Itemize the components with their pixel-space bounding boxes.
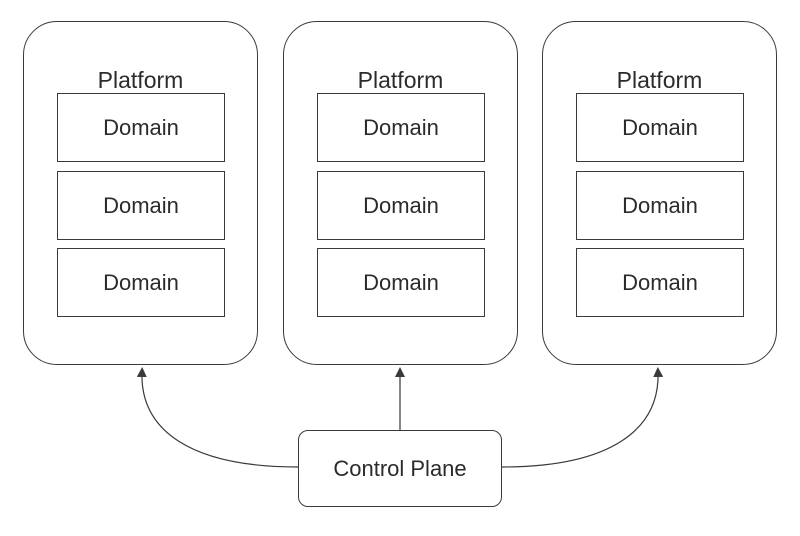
platform-box-center: Platform Domain Domain Domain — [283, 21, 518, 365]
platform-title: Platform — [357, 67, 444, 93]
platform-box-left: Platform Domain Domain Domain — [23, 21, 258, 365]
domain-box: Domain — [317, 171, 485, 240]
arrow-to-platform-left — [136, 367, 299, 468]
platform-title: Platform — [616, 67, 703, 93]
arrow-to-platform-right — [501, 367, 664, 468]
domain-box: Domain — [317, 93, 485, 162]
domain-box: Domain — [57, 93, 225, 162]
domain-box: Domain — [57, 248, 225, 317]
domain-box: Domain — [576, 248, 744, 317]
domain-box: Domain — [57, 171, 225, 240]
domain-box: Domain — [317, 248, 485, 317]
platform-title: Platform — [97, 67, 184, 93]
domain-box: Domain — [576, 93, 744, 162]
domain-box: Domain — [576, 171, 744, 240]
control-plane-box: Control Plane — [298, 430, 502, 507]
platform-box-right: Platform Domain Domain Domain — [542, 21, 777, 365]
control-plane-label: Control Plane — [333, 455, 467, 481]
